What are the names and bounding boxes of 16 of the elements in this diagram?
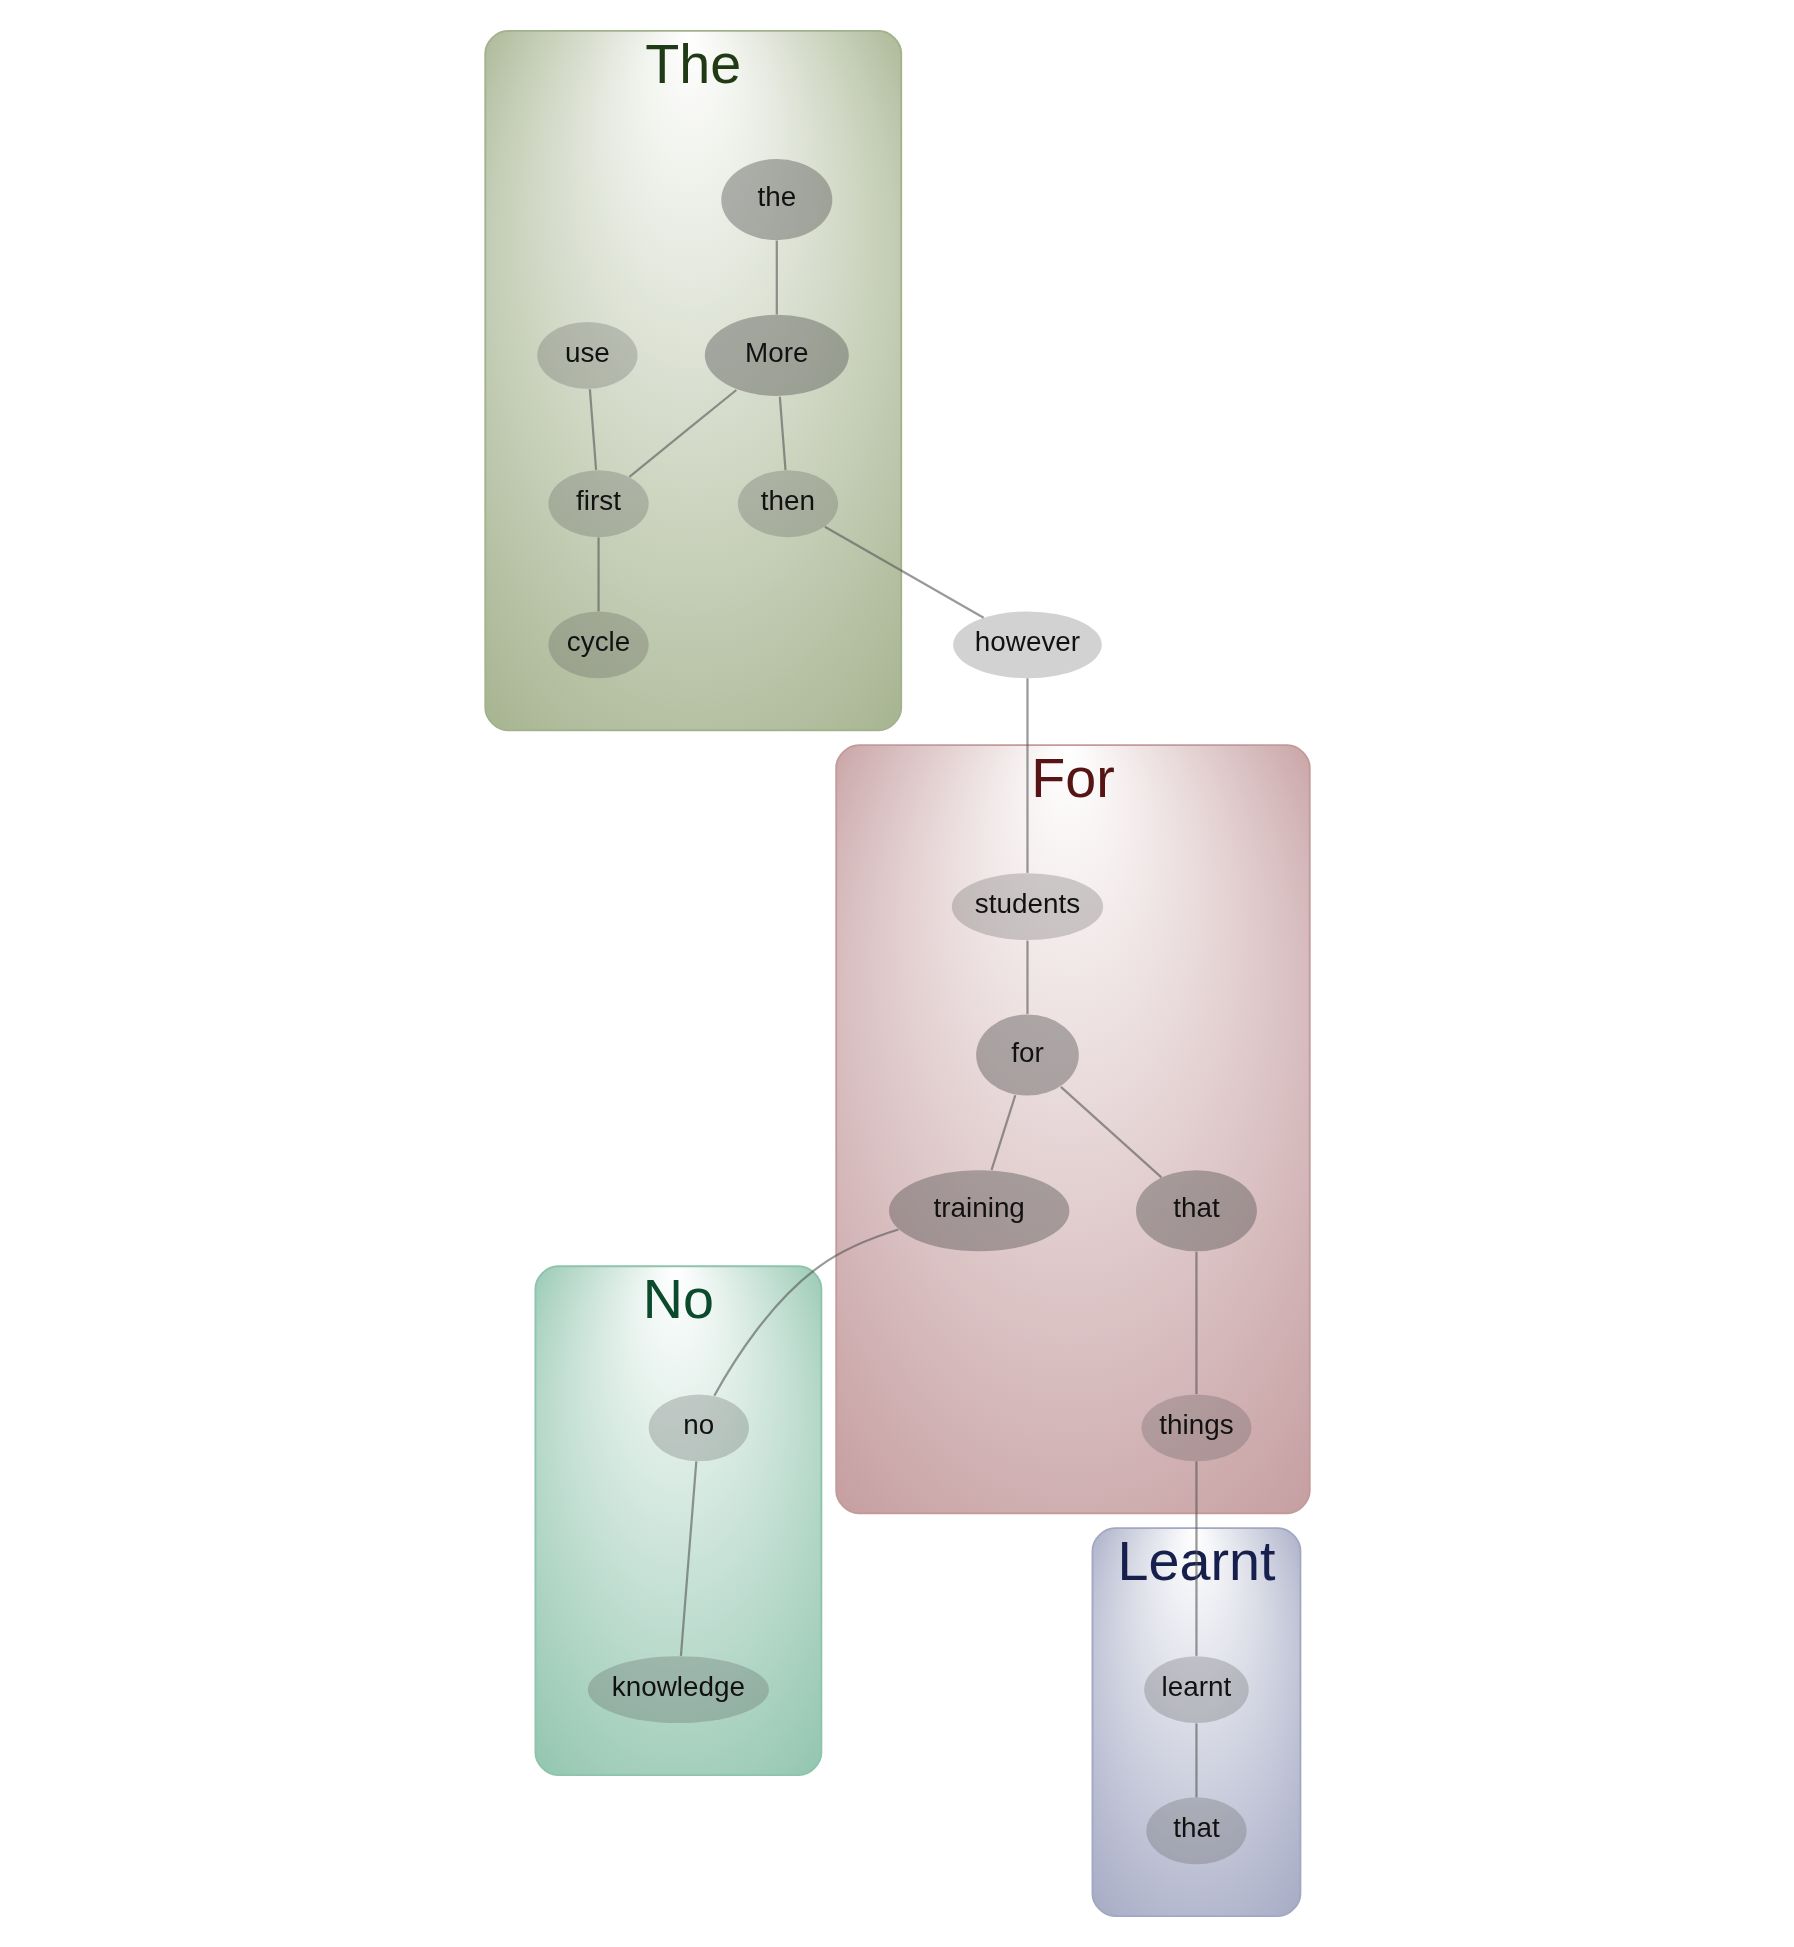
node-ellipse: More (704, 314, 849, 396)
node-ellipse: learnt (1143, 1656, 1249, 1724)
node-ellipse: however (952, 611, 1102, 679)
node-ellipse: cycle (547, 611, 649, 679)
node-ellipse: use (536, 321, 638, 389)
node-ellipse: students (951, 873, 1103, 941)
node-ellipse: training (888, 1170, 1069, 1252)
node-ellipse: knowledge (587, 1656, 769, 1724)
node-ellipse: the (720, 159, 832, 241)
node-ellipse: that (1135, 1170, 1257, 1252)
node-ellipse: no (648, 1394, 749, 1462)
node-ellipse: first (547, 470, 649, 538)
node-ellipse: things (1141, 1394, 1251, 1462)
node-ellipse: for (975, 1014, 1079, 1096)
node-ellipse: that (1145, 1797, 1247, 1865)
node-ellipse: then (737, 470, 838, 538)
